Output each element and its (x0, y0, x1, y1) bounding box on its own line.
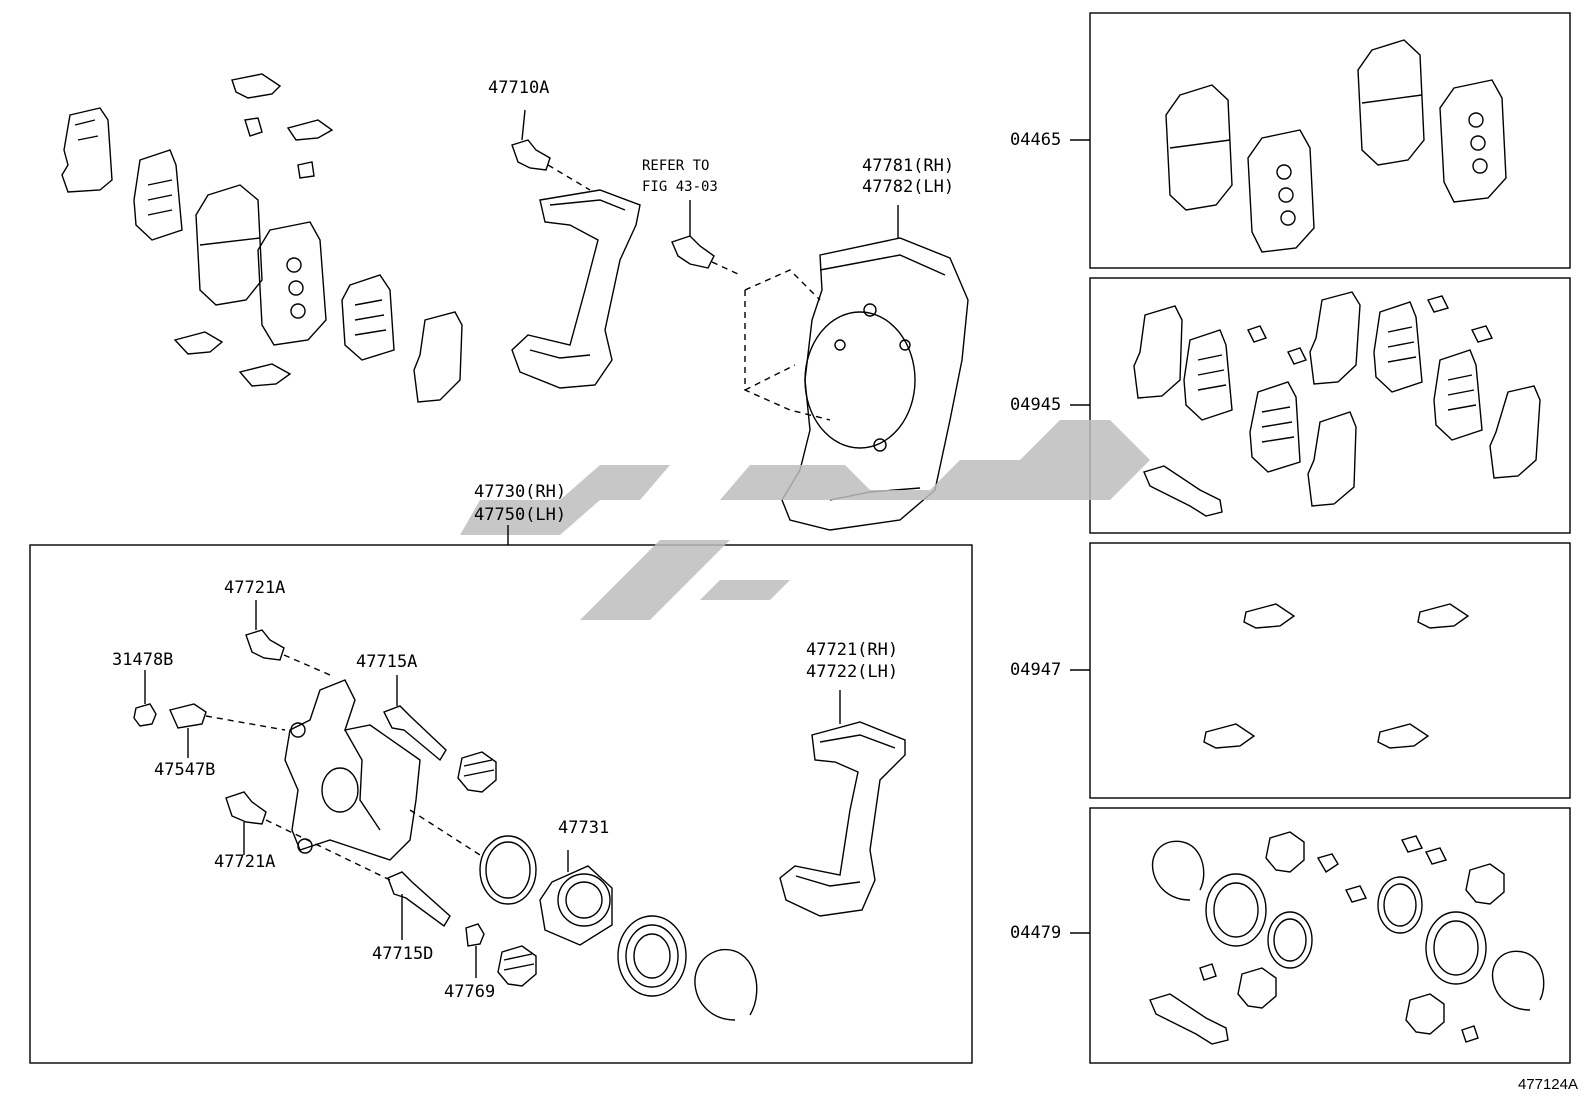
label-47782: 47782(LH) (862, 177, 955, 197)
cylinder-boot (617, 915, 687, 997)
brake-pad-inner (257, 221, 327, 346)
kit-04465-pads (1165, 39, 1507, 253)
anti-squeal-shim-2 (341, 274, 395, 361)
label-47715A: 47715A (356, 652, 418, 672)
shim-outer-right (413, 311, 463, 403)
label-47715D: 47715D (372, 944, 434, 964)
boot-set-ring (694, 949, 758, 1021)
slide-pin-bolt-bottom (225, 791, 391, 881)
brake-pad-outer (195, 184, 263, 306)
slide-pin-upper (383, 675, 447, 762)
label-47731: 47731 (558, 818, 610, 838)
slide-pin-boot-lower (497, 945, 537, 987)
kit-box-04947 (1089, 542, 1571, 799)
kit-box-04479 (1089, 807, 1571, 1064)
label-31478B: 31478B (112, 650, 174, 670)
label-47710A: 47710A (488, 78, 550, 98)
bleeder-plug (169, 703, 286, 758)
label-47721A-bottom: 47721A (214, 852, 276, 872)
bolt-47710A (511, 109, 591, 191)
kit-04947-clips (1203, 603, 1470, 749)
label-47769: 47769 (444, 982, 496, 1002)
anti-squeal-shim-1 (133, 149, 183, 241)
shim-outer-left (61, 107, 113, 193)
label-47730: 47730(RH) (474, 482, 567, 502)
label-47547B: 47547B (154, 760, 216, 780)
kit-04479-seals (1149, 831, 1545, 1045)
slide-pin-lower (387, 871, 451, 940)
label-kit-04465: 04465 (1010, 130, 1062, 150)
pad-support-clips (173, 73, 334, 387)
kit-box-04465 (1089, 12, 1571, 269)
label-47721A-top: 47721A (224, 578, 286, 598)
piston-seal (479, 835, 537, 905)
label-kit-04947: 04947 (1010, 660, 1062, 680)
cylinder-piston (539, 850, 613, 946)
caliper-assembly-box (29, 544, 973, 1064)
bleeder-cap (133, 670, 157, 727)
label-refer-fig: FIG 43-03 (642, 179, 718, 195)
label-kit-04945: 04945 (1010, 395, 1062, 415)
caliper-mounting-bracket (779, 690, 906, 917)
diagram-number: 477124A (1517, 1076, 1578, 1093)
label-47781: 47781(RH) (862, 156, 955, 176)
caliper-mounting-bracket-upper (511, 189, 641, 389)
dust-cover-dashed-box (744, 269, 831, 421)
watermark-logo (460, 420, 1150, 620)
disc-brake-cylinder (284, 679, 481, 861)
label-47722: 47722(LH) (806, 662, 899, 682)
label-refer-to: REFER TO (642, 158, 710, 174)
kit-box-04945 (1089, 277, 1571, 534)
label-kit-04479: 04479 (1010, 923, 1062, 943)
bolt-refer-fig (671, 200, 741, 276)
slide-pin-bolt-top (245, 600, 331, 676)
bushing-47769 (465, 923, 485, 978)
kit-04945-shims (1133, 291, 1541, 517)
slide-pin-boot-upper (457, 751, 497, 793)
disc-brake-dust-cover (781, 205, 969, 531)
label-47721: 47721(RH) (806, 640, 899, 660)
label-47750: 47750(LH) (474, 505, 567, 525)
